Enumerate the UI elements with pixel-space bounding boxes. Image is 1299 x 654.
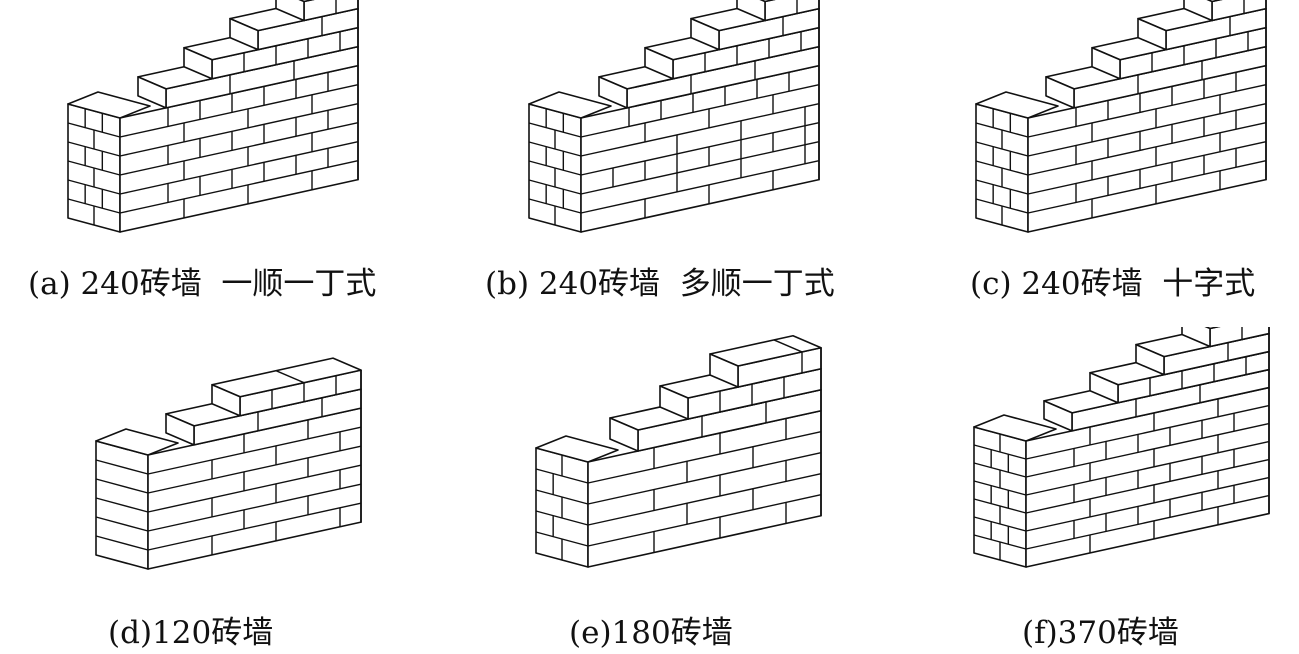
bed-joint (147, 483, 362, 532)
stepped-course-end (1183, 0, 1213, 22)
bed-joint (147, 445, 362, 494)
caption-f: (f)370砖墙 (1022, 615, 1179, 651)
caption-a: (a) 240砖墙 一顺一丁式 (28, 266, 377, 302)
wall-top-face (528, 91, 612, 119)
bed-joint (147, 426, 362, 475)
bed-joint (147, 464, 362, 513)
bed-joint (119, 102, 359, 157)
bed-joint (1027, 121, 1267, 176)
figure-b: (b) 240砖墙 多顺一丁式 (433, 0, 866, 327)
stepped-course-end (690, 17, 720, 51)
wall-top-face (95, 428, 179, 456)
wall-drawing-a (67, 0, 359, 233)
bed-joint (95, 516, 149, 532)
wall-drawing-e (535, 334, 822, 568)
stepped-course-end (609, 417, 639, 452)
wall-drawing-f (973, 327, 1270, 568)
stepped-course-end (1137, 17, 1167, 51)
bed-joint (1025, 476, 1270, 532)
bed-joint (119, 83, 359, 138)
stepped-course-end (275, 0, 305, 22)
figure-f: (f)370砖墙 (866, 327, 1299, 654)
bed-joint (95, 497, 149, 513)
bed-joint (1025, 422, 1270, 478)
stepped-course-end (229, 17, 259, 51)
bed-joint (587, 494, 822, 547)
wall-drawing-b (528, 0, 820, 233)
caption-d: (d)120砖墙 (108, 615, 274, 651)
stepped-course-end (1135, 343, 1165, 376)
bed-joint (1025, 404, 1270, 460)
figure-a: (a) 240砖墙 一顺一丁式 (0, 0, 433, 327)
wall-drawing-c (975, 0, 1267, 233)
wall-top-face (973, 414, 1057, 442)
bed-joint (587, 452, 822, 505)
stepped-course-end (1181, 327, 1211, 348)
figure-e: (e)180砖墙 (433, 327, 866, 654)
bed-joint (587, 473, 822, 526)
bed-joint (580, 121, 820, 176)
bed-joint (1025, 494, 1270, 550)
bed-joint (95, 459, 149, 475)
stepped-course-end (183, 46, 213, 80)
bed-joint (580, 83, 820, 138)
stepped-course-end (137, 76, 167, 109)
stepped-course-end (211, 383, 241, 417)
bed-joint (1027, 83, 1267, 138)
bed-joint (580, 102, 820, 157)
stepped-course-end (709, 353, 739, 388)
bed-joint (580, 159, 820, 214)
bed-joint (119, 121, 359, 176)
top-joint (275, 370, 305, 384)
stepped-course-end (1089, 371, 1119, 404)
figure-c: (c) 240砖墙 十字式 (866, 0, 1299, 327)
stepped-course-end (736, 0, 766, 22)
bed-joint (587, 431, 822, 484)
bed-joint (1027, 159, 1267, 214)
figure-d: (d)120砖墙 (0, 327, 433, 654)
caption-c: (c) 240砖墙 十字式 (970, 266, 1256, 302)
bed-joint (95, 478, 149, 494)
top-joint (773, 339, 803, 353)
stepped-course-end (1045, 76, 1075, 109)
wall-top-face (67, 91, 151, 119)
wall-top-face (535, 435, 619, 463)
stepped-course-end (659, 385, 689, 420)
bed-joint (580, 140, 820, 195)
wall-top-face (975, 91, 1059, 119)
caption-b: (b) 240砖墙 多顺一丁式 (485, 266, 835, 302)
bed-joint (119, 140, 359, 195)
bed-joint (147, 502, 362, 551)
stepped-course-end (598, 76, 628, 109)
bed-joint (119, 159, 359, 214)
stepped-course-end (644, 46, 674, 80)
caption-e: (e)180砖墙 (569, 615, 733, 651)
wall-drawing-d (95, 357, 362, 570)
stepped-course-end (165, 413, 195, 446)
bed-joint (1025, 440, 1270, 496)
bed-joint (95, 535, 149, 551)
stepped-course-end (1043, 400, 1073, 432)
bed-joint (1027, 140, 1267, 195)
bed-joint (1027, 102, 1267, 157)
bed-joint (1025, 458, 1270, 514)
stepped-course-end (1091, 46, 1121, 80)
